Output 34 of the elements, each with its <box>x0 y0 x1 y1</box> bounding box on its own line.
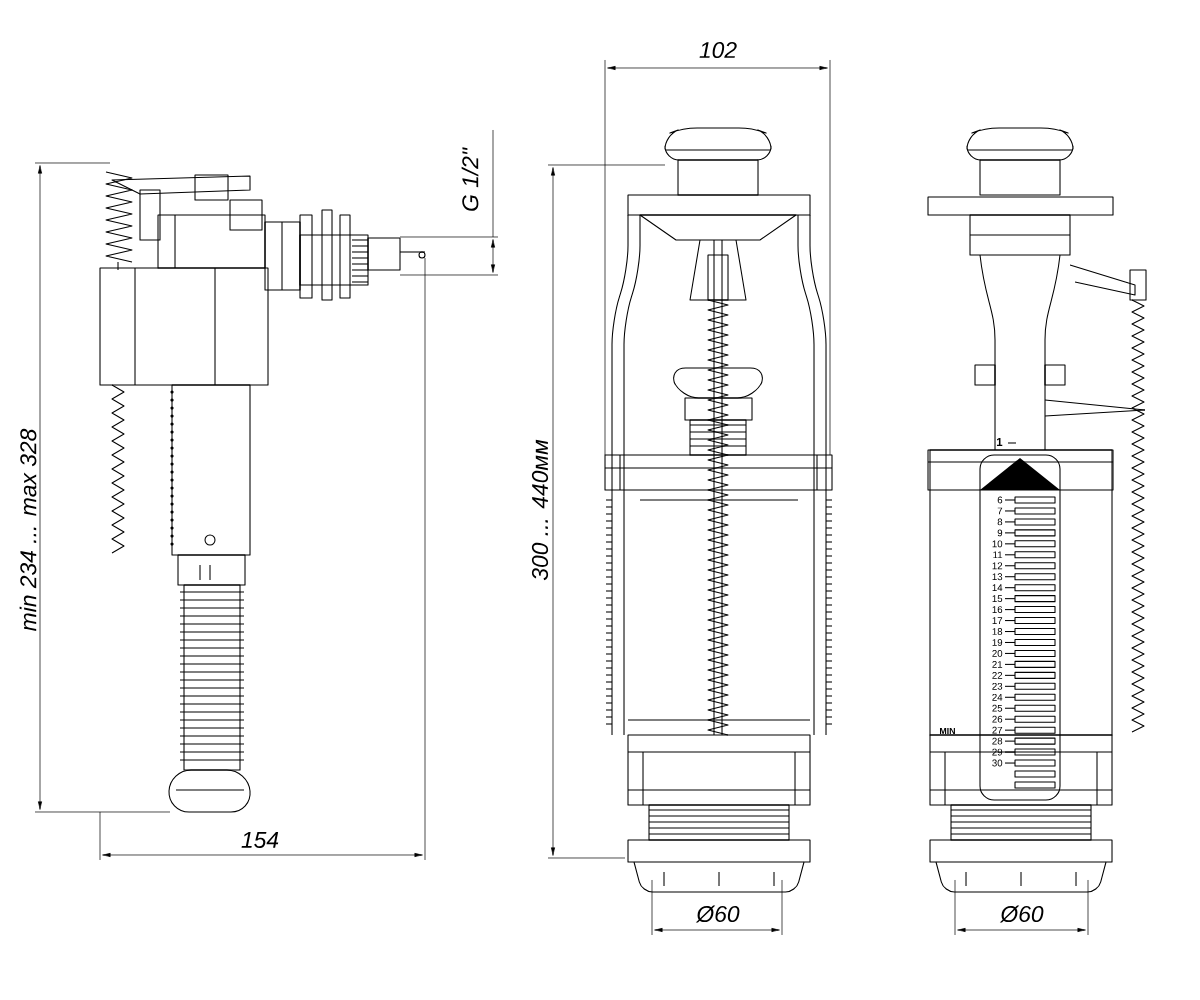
scale-number: 7 <box>997 507 1003 515</box>
scale-number: 23 <box>992 682 1003 690</box>
dimension-label: Ø60 <box>999 905 1044 923</box>
scale-number: 1 <box>996 438 1003 446</box>
scale-number: 12 <box>992 562 1003 570</box>
dimension-label: 102 <box>699 41 737 59</box>
scale-number: 28 <box>992 737 1003 745</box>
scale-number: 15 <box>992 595 1003 602</box>
scale-number: 19 <box>992 639 1003 646</box>
dimension-label: min 234 ... max 328 <box>19 428 37 631</box>
dimension-label: 154 <box>241 832 279 848</box>
scale-number: 26 <box>992 715 1003 723</box>
scale-number: 17 <box>992 617 1003 624</box>
dimension-label: Ø60 <box>695 905 740 923</box>
dimension-label: G 1/2" <box>461 147 479 211</box>
scale-number: 20 <box>992 650 1003 657</box>
scale-number: 8 <box>997 518 1003 526</box>
scale-number: 6 <box>997 496 1003 504</box>
scale-number: 9 <box>997 529 1003 537</box>
scale-mark: MIN <box>940 728 955 734</box>
scale-number: 18 <box>992 628 1003 635</box>
scale-number: 16 <box>992 606 1003 613</box>
scale-number: 29 <box>992 748 1003 756</box>
scale-number: 21 <box>992 661 1003 668</box>
dimension-label: 300 ... 440мм <box>531 439 549 581</box>
scale-number: 27 <box>992 726 1003 734</box>
scale-number: 10 <box>992 540 1003 548</box>
scale-number: 13 <box>992 573 1003 581</box>
scale-number: 11 <box>993 551 1003 559</box>
scale-number: 22 <box>992 672 1003 679</box>
scale-number: 25 <box>992 704 1003 712</box>
scale-number: 14 <box>992 584 1003 591</box>
scale-number: 24 <box>992 693 1003 701</box>
scale-number: 30 <box>992 759 1003 767</box>
